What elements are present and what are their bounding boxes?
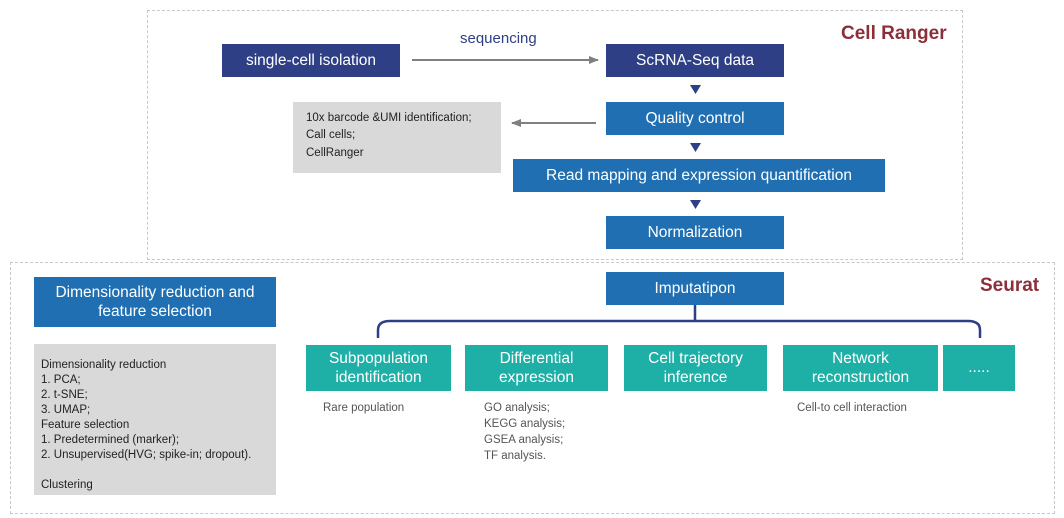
sublabel-line: Cell-to cell interaction	[797, 402, 907, 414]
arrowhead-qc-to-mapping	[690, 143, 701, 152]
sequencing-label: sequencing	[460, 30, 537, 47]
sublabel-subpopulation: Rare population	[323, 400, 404, 416]
sublabel-line: TF analysis.	[484, 450, 546, 463]
cellranger-title: Cell Ranger	[841, 23, 947, 44]
cellranger-group	[147, 10, 963, 260]
note-line: Call cells;	[306, 129, 356, 142]
note-line: 1. PCA;	[41, 373, 81, 386]
node-more: .....	[943, 345, 1015, 391]
note-line	[41, 463, 276, 478]
note-line: CellRanger	[306, 146, 364, 159]
note-line: Dimensionality reduction	[41, 359, 167, 371]
note-line: 2. t-SNE;	[41, 388, 88, 401]
arrowhead-mapping-to-normalization	[690, 200, 701, 209]
note-line: 3. UMAP;	[41, 403, 91, 416]
node-quality-control: Quality control	[606, 102, 784, 135]
note-line: Clustering	[41, 478, 93, 491]
sublabel-network: Cell-to cell interaction	[797, 400, 907, 416]
node-scrna-seq-data: ScRNA-Seq data	[606, 44, 784, 77]
node-subpopulation-identification: Subpopulation identification	[306, 345, 451, 391]
node-network-reconstruction: Network reconstruction	[783, 345, 938, 391]
sublabel-line: GO analysis;	[484, 402, 550, 414]
sublabel-differential-expression: GO analysis; KEGG analysis; GSEA analysi…	[484, 400, 565, 464]
node-read-mapping: Read mapping and expression quantificati…	[513, 159, 885, 192]
sublabel-line: Rare population	[323, 402, 405, 414]
node-single-cell-isolation: single-cell isolation	[222, 44, 400, 77]
seurat-title: Seurat	[980, 275, 1040, 296]
bracket-imputation-to-analyses	[376, 305, 982, 338]
note-line: 10x barcode &UMI identification;	[306, 112, 472, 124]
note-line: 2. Unsupervised(HVG; spike-in; dropout).	[41, 448, 252, 461]
sublabel-line: GSEA analysis;	[484, 434, 564, 447]
note-line: 1. Predetermined (marker);	[41, 433, 180, 446]
node-cell-trajectory-inference: Cell trajectory inference	[624, 345, 767, 391]
sublabel-line: KEGG analysis;	[484, 418, 566, 431]
note-cellranger-steps: 10x barcode &UMI identification; Call ce…	[293, 102, 501, 173]
node-differential-expression: Differential expression	[465, 345, 608, 391]
note-dimensionality-reduction: Dimensionality reduction 1. PCA; 2. t-SN…	[34, 344, 276, 495]
node-dimensionality-reduction: Dimensionality reduction and feature sel…	[34, 277, 276, 327]
note-line: Feature selection	[41, 418, 130, 431]
node-imputation: Imputatipon	[606, 272, 784, 305]
arrowhead-scrna-to-qc	[690, 85, 701, 94]
node-normalization: Normalization	[606, 216, 784, 249]
seurat-group	[10, 262, 1055, 514]
